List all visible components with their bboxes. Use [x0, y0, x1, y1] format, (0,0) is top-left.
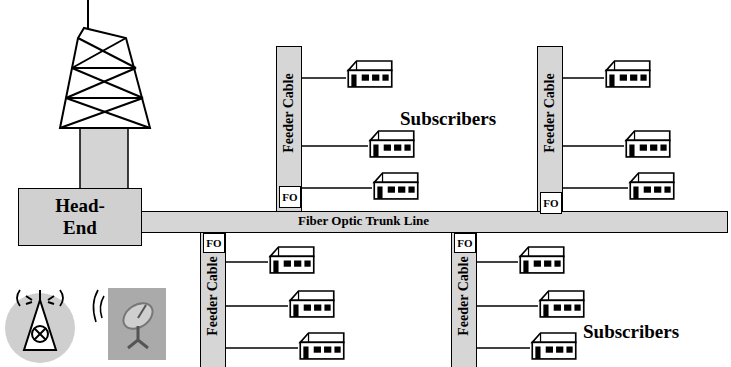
fo-label: FO — [457, 237, 472, 249]
fo-box: FO — [279, 186, 301, 208]
subscribers-label: Subscribers — [400, 108, 496, 130]
trunk-band: Fiber Optic Trunk Line — [140, 211, 728, 233]
antenna-icon — [5, 290, 75, 363]
subscribers-label: Subscribers — [583, 321, 679, 343]
feeder-label: Feeder Cable — [281, 73, 297, 152]
fo-box: FO — [540, 192, 562, 214]
fo-label: FO — [282, 191, 297, 203]
feeder-band: Feeder Cable — [537, 46, 563, 212]
tower-stem — [80, 126, 128, 190]
satellite-dish-icon — [93, 288, 166, 360]
fo-box: FO — [203, 233, 225, 253]
trunk-label: Fiber Optic Trunk Line — [298, 212, 429, 230]
head-end-label: Head-End — [49, 195, 111, 239]
broadcast-tower — [60, 0, 150, 128]
fo-box: FO — [454, 233, 476, 253]
feeder-label: Feeder Cable — [456, 256, 472, 335]
fo-label: FO — [206, 237, 221, 249]
feeder-label: Feeder Cable — [542, 73, 558, 152]
feeder-label: Feeder Cable — [205, 256, 221, 335]
head-end-box: Head-End — [18, 188, 142, 246]
fo-label: FO — [543, 197, 558, 209]
